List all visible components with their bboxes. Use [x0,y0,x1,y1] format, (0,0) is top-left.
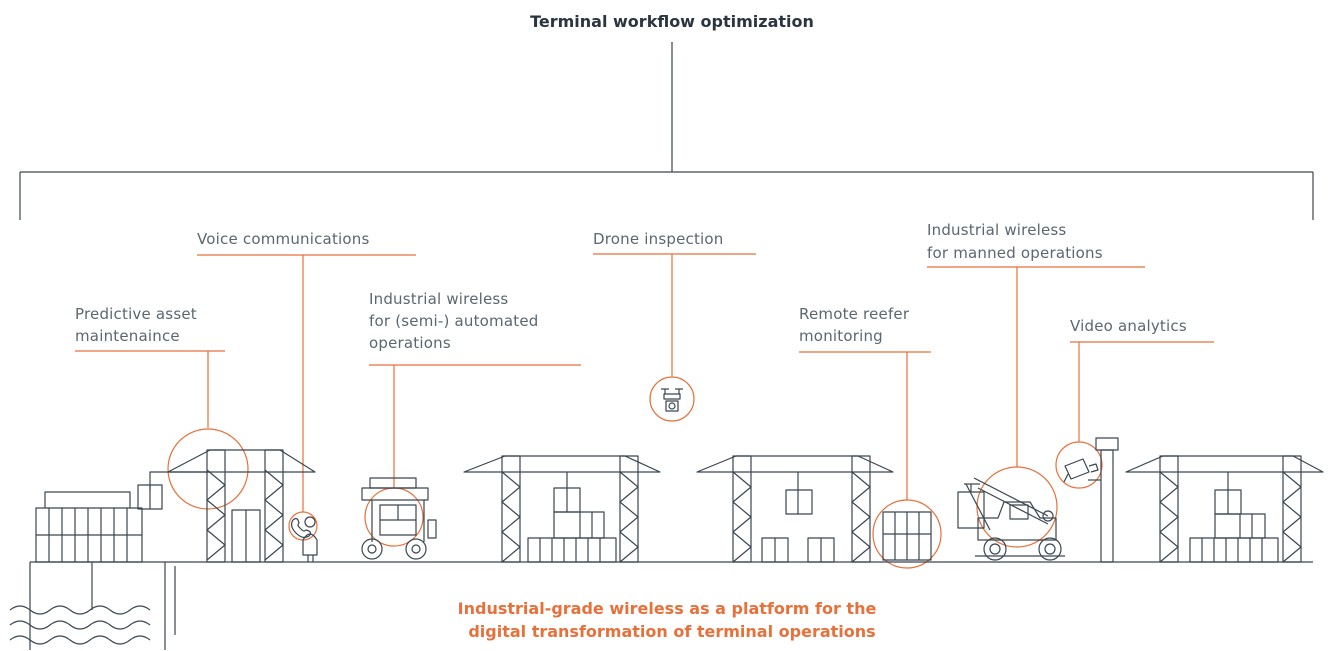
yard-crane-2 [696,455,894,563]
terminal-illustration [9,388,1324,650]
reach-stacker [957,477,1065,561]
yard-crane-1 [463,455,661,563]
diagram-title: Terminal workflow optimization [530,12,814,31]
label-reefer-2: monitoring [799,327,883,345]
label-automated-1: Industrial wireless [369,290,508,308]
label-automated-2: for (semi-) automated [369,312,539,330]
label-manned-2: for manned operations [927,244,1103,262]
label-predictive-2: maintenaince [75,327,180,345]
drone-icon [661,388,683,412]
label-predictive-1: Predictive asset [75,305,197,323]
phone-icon [290,517,312,539]
ship-to-shore-crane [137,449,316,563]
straddle-carrier [361,477,437,560]
use-case-labels: Predictive asset maintenaince Voice comm… [75,221,1187,352]
label-video-1: Video analytics [1070,317,1187,335]
reefer-containers [882,511,932,561]
label-drone-1: Drone inspection [593,230,724,248]
ship [9,491,165,650]
camera-pole [1088,437,1119,563]
camera-icon [1063,458,1099,483]
footer-line-1: Industrial-grade wireless as a platform … [458,599,877,618]
yard-crane-3 [1125,455,1324,563]
footer-line-2: digital transformation of terminal opera… [468,622,875,641]
label-reefer-1: Remote reefer [799,305,910,323]
label-automated-3: operations [369,334,451,352]
tree-connector [19,42,1314,220]
label-manned-1: Industrial wireless [927,221,1066,239]
label-voice-1: Voice communications [197,230,370,248]
